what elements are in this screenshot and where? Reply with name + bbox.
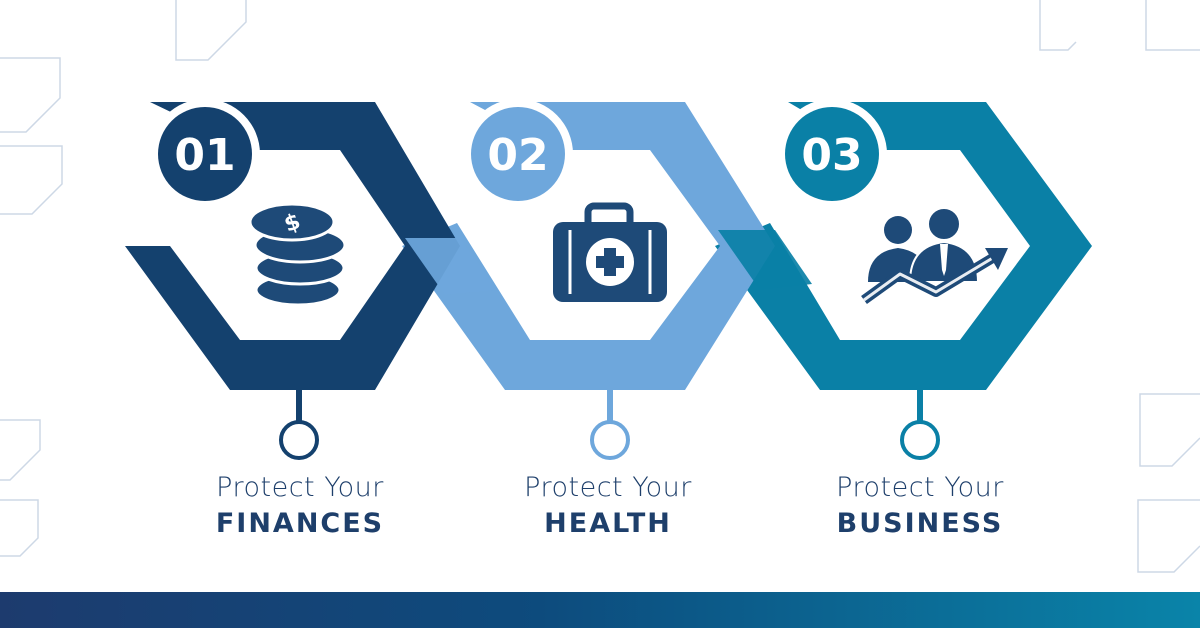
step-3-hexagon (715, 102, 1092, 390)
step-3-label-line2: BUSINESS (836, 508, 1004, 539)
decorative-frames (0, 0, 1200, 573)
step-2-connector (590, 390, 630, 460)
step-2-hexagon (402, 102, 775, 390)
ribbon-overlap-1 (405, 238, 498, 295)
step-3-label-line1: Protect Your (836, 472, 1004, 503)
step-1-number: 01 (174, 130, 235, 181)
step-1-hexagon (125, 102, 460, 390)
step-1-label-line2: FINANCES (215, 508, 385, 539)
step-1-number-disc (158, 107, 252, 201)
step-2-label-line2: HEALTH (544, 508, 672, 539)
step-3-connector (900, 390, 940, 460)
first-aid-kit-icon (553, 202, 667, 302)
business-people-growth-icon (861, 207, 1008, 305)
step-1-label-line1: Protect Your (216, 472, 384, 503)
step-2-number: 02 (487, 130, 548, 181)
step-3-label: Protect Your BUSINESS (790, 474, 1050, 537)
step-3-number: 03 (801, 130, 862, 181)
step-2-label: Protect Your HEALTH (478, 474, 738, 537)
coins-dollar-icon: $ (248, 202, 347, 307)
step-1-connector (279, 390, 319, 460)
bottom-gradient-bar (0, 592, 1200, 628)
step-2-label-line1: Protect Your (524, 472, 692, 503)
ribbon-overlap-2 (718, 230, 812, 290)
step-3-number-disc (785, 107, 879, 201)
step-1-label: Protect Your FINANCES (170, 474, 430, 537)
step-2-number-disc (471, 107, 565, 201)
